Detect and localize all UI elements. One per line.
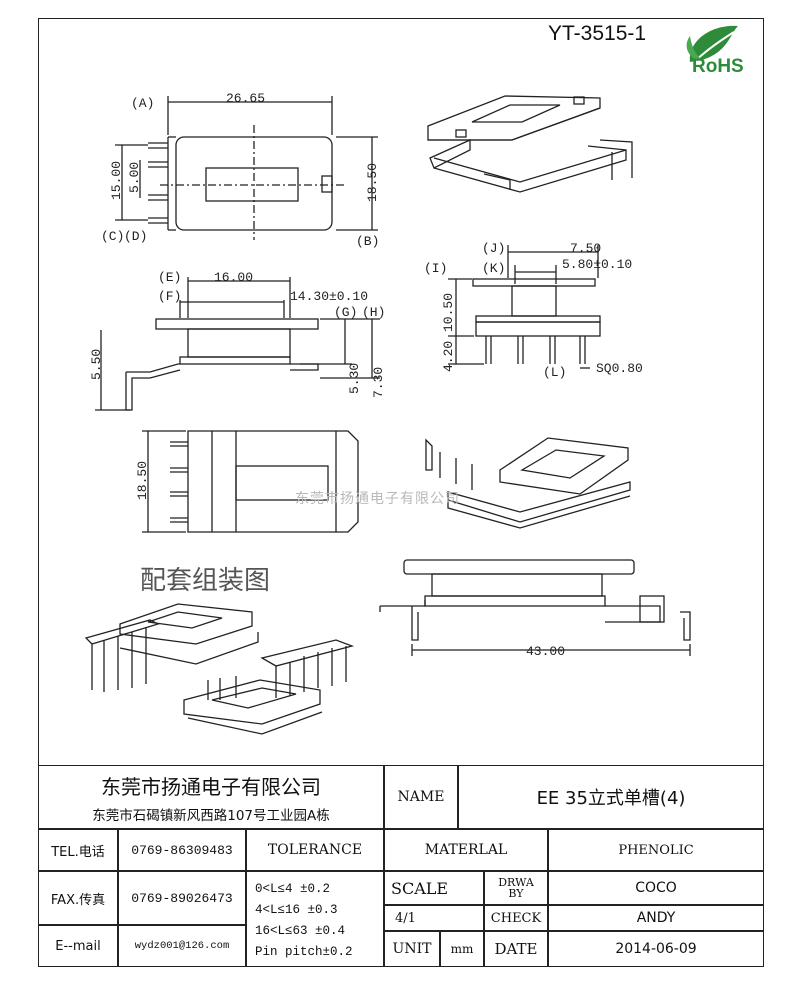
material-label: MATERLAL xyxy=(424,842,508,858)
dim-side-h3: 7.30 xyxy=(371,367,386,398)
dim-end-pin: SQ0.80 xyxy=(596,361,643,376)
rohs-logo: RoHS xyxy=(678,22,764,80)
email-value-cell: wydz001@126.com xyxy=(118,925,246,967)
material-value: PHENOLIC xyxy=(618,842,694,858)
assembly-view xyxy=(379,559,691,656)
tolerance-label: TOLERANCE xyxy=(267,842,363,858)
technical-drawing: (A) 26.65 (B) (C) (D) 18.50 15.00 5.00 (… xyxy=(84,91,691,735)
tel-label-cell: TEL.电话 xyxy=(38,829,118,871)
tel-value: 0769-86309483 xyxy=(131,842,233,858)
end-view xyxy=(448,245,601,369)
email-value: wydz001@126.com xyxy=(134,940,230,952)
date-value-cell: 2014-06-09 xyxy=(548,931,764,967)
dimension-labels: (A) 26.65 (B) (C) (D) 18.50 15.00 5.00 (… xyxy=(89,91,643,659)
dim-bottom-height: 18.50 xyxy=(135,461,150,500)
dim-end-h1: 10.50 xyxy=(441,293,456,332)
material-label-cell: MATERLAL xyxy=(384,829,548,871)
dim-assembly-length: 43.00 xyxy=(526,644,565,659)
dim-label-i: (I) xyxy=(424,261,447,276)
iso-view-top xyxy=(427,95,633,193)
drawn-by-label: DRWA BY xyxy=(498,876,534,900)
date-label: DATE xyxy=(494,940,538,958)
dim-label-k: (K) xyxy=(482,261,505,276)
title-block: 东莞市扬通电子有限公司 东莞市石碣镇新风西路107号工业园A栋 NAME EE … xyxy=(38,765,764,967)
tel-value-cell: 0769-86309483 xyxy=(118,829,246,871)
dim-end-w2: 5.80±0.10 xyxy=(562,257,632,272)
dim-pitch-outer: 15.00 xyxy=(109,161,124,200)
top-view xyxy=(115,96,378,240)
dim-label-b: (B) xyxy=(356,234,379,249)
company-address: 东莞市石碣镇新风西路107号工业园A栋 xyxy=(92,807,330,824)
tolerance-row-4: Pin pitch±0.2 xyxy=(255,944,353,959)
tolerance-table: 0<L≤4 ±0.2 4<L≤16 ±0.3 16<L≤63 ±0.4 Pin … xyxy=(246,871,384,967)
dim-end-w1: 7.50 xyxy=(570,241,601,256)
fax-value: 0769-89026473 xyxy=(131,890,233,906)
unit-value-cell: mm xyxy=(440,931,484,967)
watermark: 东莞市扬通电子有限公司 xyxy=(295,491,460,507)
assembly-title: 配套组装图 xyxy=(140,566,271,596)
dim-top-height: 18.50 xyxy=(365,163,380,202)
dim-label-c: (C) xyxy=(101,229,124,244)
fax-value-cell: 0769-89026473 xyxy=(118,871,246,925)
tolerance-row-1: 0<L≤4 ±0.2 xyxy=(255,881,331,896)
dim-side-w2: 14.30±0.10 xyxy=(290,289,368,304)
check-value: ANDY xyxy=(636,910,676,926)
tolerance-row-2: 4<L≤16 ±0.3 xyxy=(255,902,338,917)
drawn-by-label-cell: DRWA BY xyxy=(484,871,548,905)
dim-side-h1: 5.50 xyxy=(89,349,104,380)
name-value: EE 35立式单槽(4) xyxy=(536,788,686,809)
tolerance-label-cell: TOLERANCE xyxy=(246,829,384,871)
side-view xyxy=(95,277,380,411)
dim-end-h2: 4.20 xyxy=(441,341,456,372)
material-value-cell: PHENOLIC xyxy=(548,829,764,871)
drawn-by-value-cell: COCO xyxy=(548,871,764,905)
dim-pitch-inner: 5.00 xyxy=(127,162,142,193)
dim-label-e: (E) xyxy=(158,270,181,285)
dim-side-w1: 16.00 xyxy=(214,270,253,285)
tolerance-row-3: 16<L≤63 ±0.4 xyxy=(255,923,346,938)
check-label-cell: CHECK xyxy=(484,905,548,931)
unit-label-cell: UNIT xyxy=(384,931,440,967)
tel-label: TEL.电话 xyxy=(51,844,105,860)
scale-label: SCALE xyxy=(391,878,449,898)
dim-label-f: (F) xyxy=(158,289,181,304)
dim-side-h2: 5.30 xyxy=(347,363,362,394)
scale-value: 4/1 xyxy=(395,910,416,926)
name-label-cell: NAME xyxy=(384,765,458,829)
company-name: 东莞市扬通电子有限公司 xyxy=(101,774,321,799)
iso-view-middle xyxy=(425,437,631,529)
rohs-text: RoHS xyxy=(692,56,744,77)
dim-label-l: (L) xyxy=(543,365,566,380)
email-label-cell: E--mail xyxy=(38,925,118,967)
scale-label-cell: SCALE xyxy=(384,871,484,905)
bottom-view xyxy=(142,430,359,533)
check-value-cell: ANDY xyxy=(548,905,764,931)
dim-label-g: (G) xyxy=(334,305,357,320)
unit-value: mm xyxy=(450,942,474,956)
part-number: YT-3515-1 xyxy=(548,22,647,45)
dim-label-a: (A) xyxy=(131,96,154,111)
exploded-assembly xyxy=(84,603,355,735)
company-cell: 东莞市扬通电子有限公司 东莞市石碣镇新风西路107号工业园A栋 xyxy=(38,765,384,829)
dim-label-j: (J) xyxy=(482,241,505,256)
check-label: CHECK xyxy=(490,910,542,926)
dim-top-width: 26.65 xyxy=(226,91,265,106)
fax-label: FAX.传真 xyxy=(50,892,106,908)
date-value: 2014-06-09 xyxy=(615,941,697,957)
email-label: E--mail xyxy=(55,938,101,954)
unit-label: UNIT xyxy=(392,941,432,957)
name-label: NAME xyxy=(397,789,445,805)
leaf-icon xyxy=(686,25,738,65)
dim-label-d: (D) xyxy=(124,229,147,244)
dim-label-h: (H) xyxy=(362,305,385,320)
date-label-cell: DATE xyxy=(484,931,548,967)
drawn-by-value: COCO xyxy=(635,880,677,896)
scale-value-cell: 4/1 xyxy=(384,905,484,931)
name-value-cell: EE 35立式单槽(4) xyxy=(458,765,764,829)
fax-label-cell: FAX.传真 xyxy=(38,871,118,925)
